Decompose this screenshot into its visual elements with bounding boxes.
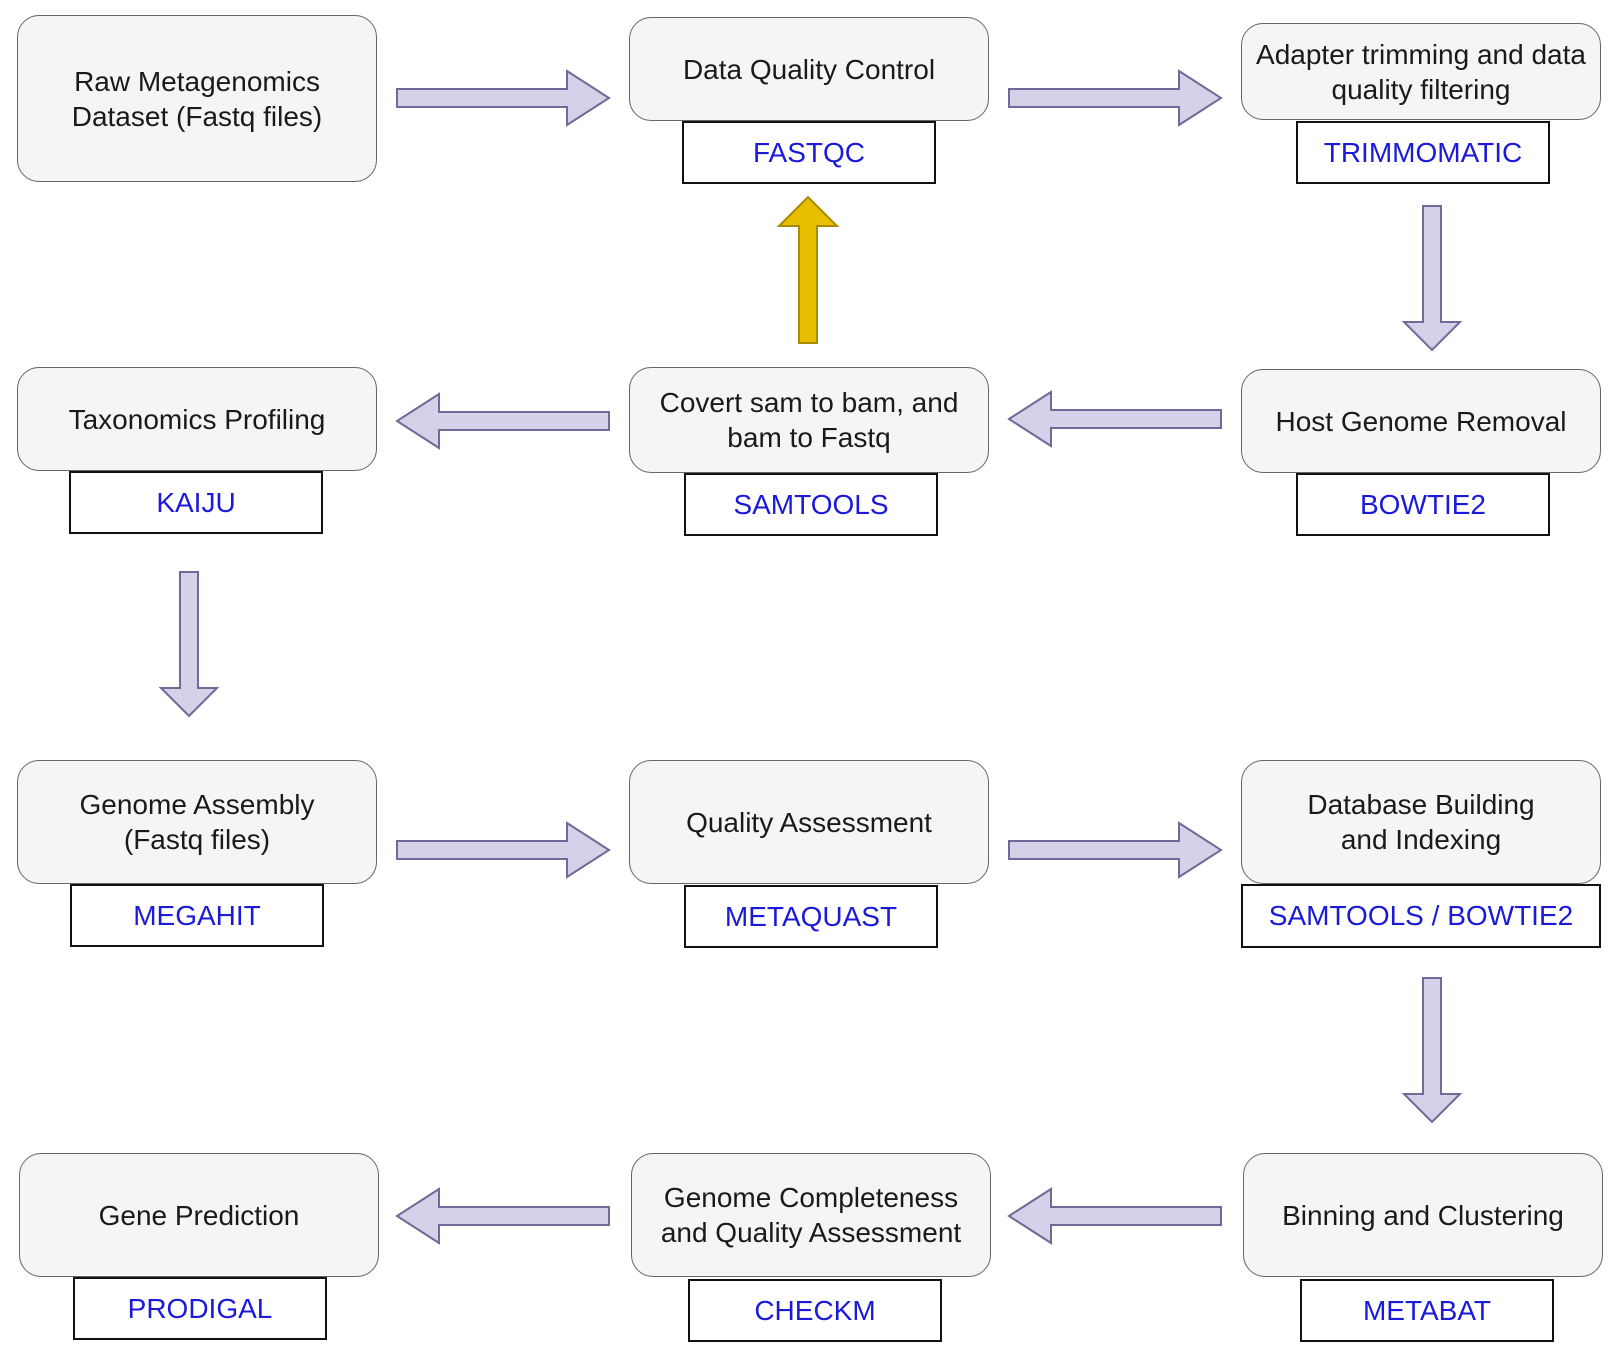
step-genome-completeness: Genome Completeness and Quality Assessme… (631, 1153, 991, 1277)
tool-kaiju: KAIJU (69, 471, 323, 534)
step-adapter-trimming: Adapter trimming and data quality filter… (1241, 23, 1601, 120)
step-gene-prediction: Gene Prediction (19, 1153, 379, 1277)
arrow-binning-to-completeness (1007, 1187, 1222, 1245)
arrow-trim-to-host (1401, 205, 1463, 352)
tool-samtools: SAMTOOLS (684, 473, 938, 536)
step-data-quality-control: Data Quality Control (629, 17, 989, 121)
tool-trimmomatic: TRIMMOMATIC (1296, 121, 1550, 184)
step-host-genome-removal: Host Genome Removal (1241, 369, 1601, 473)
step-raw-dataset: Raw Metagenomics Dataset (Fastq files) (17, 15, 377, 182)
tool-metabat: METABAT (1300, 1279, 1554, 1342)
step-genome-assembly: Genome Assembly (Fastq files) (17, 760, 377, 884)
step-database-building: Database Building and Indexing (1241, 760, 1601, 884)
arrow-host-to-convert (1007, 390, 1222, 448)
tool-samtools-bowtie2: SAMTOOLS / BOWTIE2 (1241, 884, 1601, 948)
tool-bowtie2: BOWTIE2 (1296, 473, 1550, 536)
arrow-taxonomy-to-assembly (158, 571, 220, 718)
step-taxonomics-profiling: Taxonomics Profiling (17, 367, 377, 471)
arrow-quality-to-database (1008, 821, 1223, 879)
tool-checkm: CHECKM (688, 1279, 942, 1342)
feedback-arrow-convert-to-qc (776, 195, 840, 344)
arrow-convert-to-taxonomy (395, 392, 610, 450)
arrow-qc-to-trim (1008, 69, 1223, 127)
tool-metaquast: METAQUAST (684, 885, 938, 948)
step-binning-clustering: Binning and Clustering (1243, 1153, 1603, 1277)
tool-prodigal: PRODIGAL (73, 1277, 327, 1340)
arrow-database-to-binning (1401, 977, 1463, 1124)
step-convert-sam-bam: Covert sam to bam, and bam to Fastq (629, 367, 989, 473)
arrow-raw-to-qc (396, 69, 611, 127)
tool-fastqc: FASTQC (682, 121, 936, 184)
arrow-completeness-to-gene (395, 1187, 610, 1245)
arrow-assembly-to-quality (396, 821, 611, 879)
tool-megahit: MEGAHIT (70, 884, 324, 947)
step-quality-assessment: Quality Assessment (629, 760, 989, 884)
